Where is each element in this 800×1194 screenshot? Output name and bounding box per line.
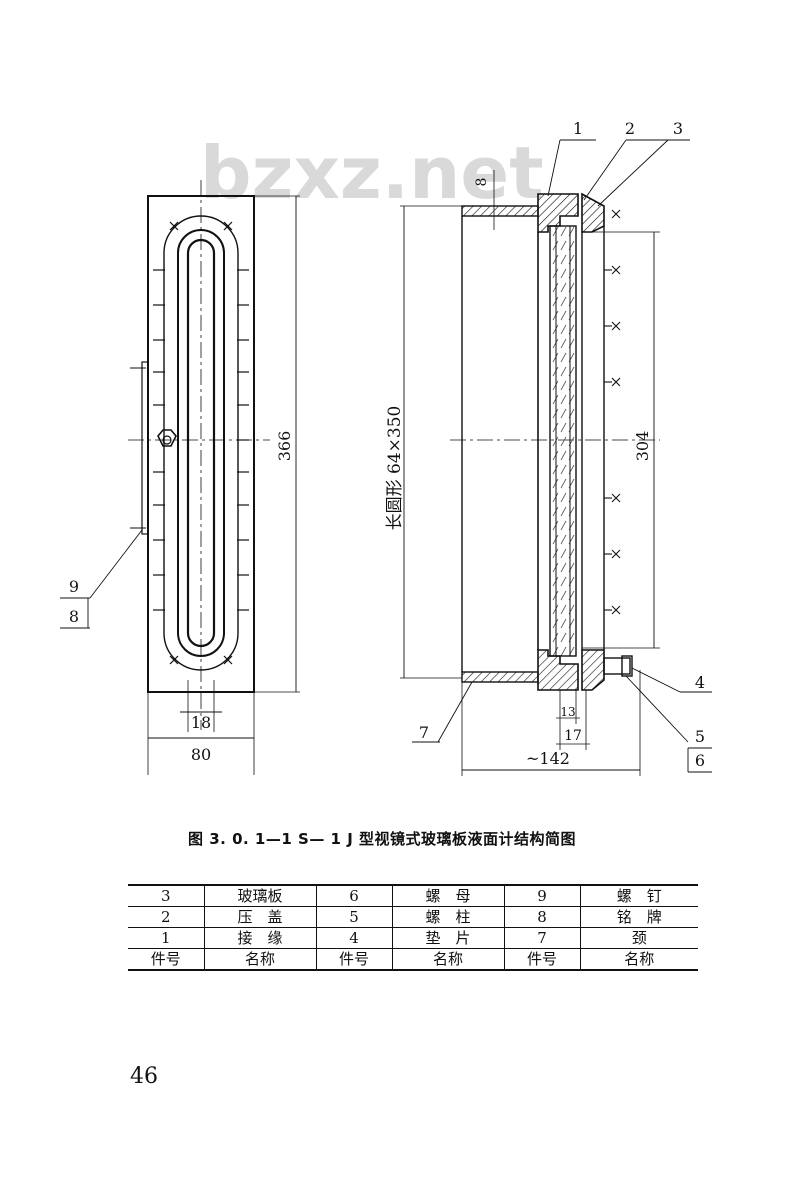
flange-bottom: [537, 649, 579, 691]
leader-2: [583, 139, 627, 201]
cover-bottom: [581, 649, 605, 691]
table-cell: 4: [315, 927, 393, 949]
callout-5: 5: [695, 727, 705, 746]
callout-3: 3: [673, 119, 683, 138]
table-cell: 颈: [579, 927, 698, 949]
table-cell: 玻璃板: [203, 884, 317, 907]
callout-1: 1: [573, 119, 583, 138]
cover-top: [581, 192, 605, 233]
dim-142-text: ~142: [526, 749, 570, 768]
table-cell: 接 缘: [203, 927, 317, 949]
front-view: [60, 180, 300, 775]
table-header-cell: 名称: [391, 948, 505, 971]
table-cell: 7: [503, 927, 581, 949]
table-cell: 9: [503, 884, 581, 907]
table-header-cell: 名称: [203, 948, 317, 971]
table-row: 1 接 缘 4 垫 片 7 颈: [128, 927, 698, 949]
dim-80-text: 80: [191, 745, 211, 764]
leader-9: [89, 529, 143, 599]
table-cell: 压 盖: [203, 906, 317, 928]
bolt-marks: [153, 221, 249, 665]
nameplate: [141, 361, 149, 535]
dim-13-text: 13: [560, 705, 575, 719]
table-header-cell: 件号: [503, 948, 581, 971]
leader-7: [437, 681, 473, 743]
callout-8: 8: [69, 607, 79, 626]
table-cell: 8: [503, 906, 581, 928]
table-cell: 螺 钉: [579, 884, 698, 907]
callout-4: 4: [695, 673, 705, 692]
table-cell: 3: [128, 884, 205, 907]
leader-1: [547, 139, 561, 197]
dim-304-text: 304: [633, 431, 652, 462]
table-cell: 1: [128, 927, 205, 949]
figure-caption: 图 3. 0. 1—1 S— 1 J 型视镜式玻璃板液面计结构简图: [188, 830, 577, 848]
table-cell: 2: [128, 906, 205, 928]
dim-18-text: 18: [191, 713, 211, 732]
neck-bottom-wall: [461, 671, 539, 683]
table-header-row: 件号 名称 件号 名称 件号 名称: [128, 948, 698, 971]
glass-plate: [549, 225, 577, 657]
table-header-cell: 件号: [315, 948, 393, 971]
watermark: bzxz.net: [200, 131, 544, 215]
callout-9: 9: [69, 577, 79, 596]
table-cell: 铭 牌: [579, 906, 698, 928]
table-cell: 螺 母: [391, 884, 505, 907]
nut: [621, 655, 633, 677]
table-row: 2 压 盖 5 螺 柱 8 铭 牌: [128, 906, 698, 928]
dim-17-text: 17: [564, 728, 582, 744]
table-cell: 垫 片: [391, 927, 505, 949]
parts-table: 3 玻璃板 6 螺 母 9 螺 钉 2 压 盖 5 螺 柱 8 铭 牌 1 接 …: [128, 884, 698, 971]
leader-5: [625, 675, 689, 743]
table-cell: 5: [315, 906, 393, 928]
leader-4: [631, 667, 681, 693]
table-row: 3 玻璃板 6 螺 母 9 螺 钉: [128, 884, 698, 907]
dim-366-text: 366: [275, 431, 294, 462]
stud: [603, 657, 631, 675]
callout-6: 6: [695, 751, 705, 770]
table-cell: 6: [315, 884, 393, 907]
table-header-cell: 名称: [579, 948, 698, 971]
callout-7: 7: [419, 723, 429, 742]
table-cell: 螺 柱: [391, 906, 505, 928]
dim-slot-text: 长圆形 64×350: [385, 406, 405, 531]
side-bolt-marks: [604, 209, 621, 615]
page-number: 46: [130, 1064, 158, 1089]
table-header-cell: 件号: [128, 948, 205, 971]
center-nut: [157, 429, 177, 447]
dim-8-text: 8: [474, 178, 490, 187]
side-view: [400, 139, 712, 776]
neck-top-wall: [461, 205, 539, 217]
leader-3: [597, 139, 669, 207]
callout-2: 2: [625, 119, 635, 138]
